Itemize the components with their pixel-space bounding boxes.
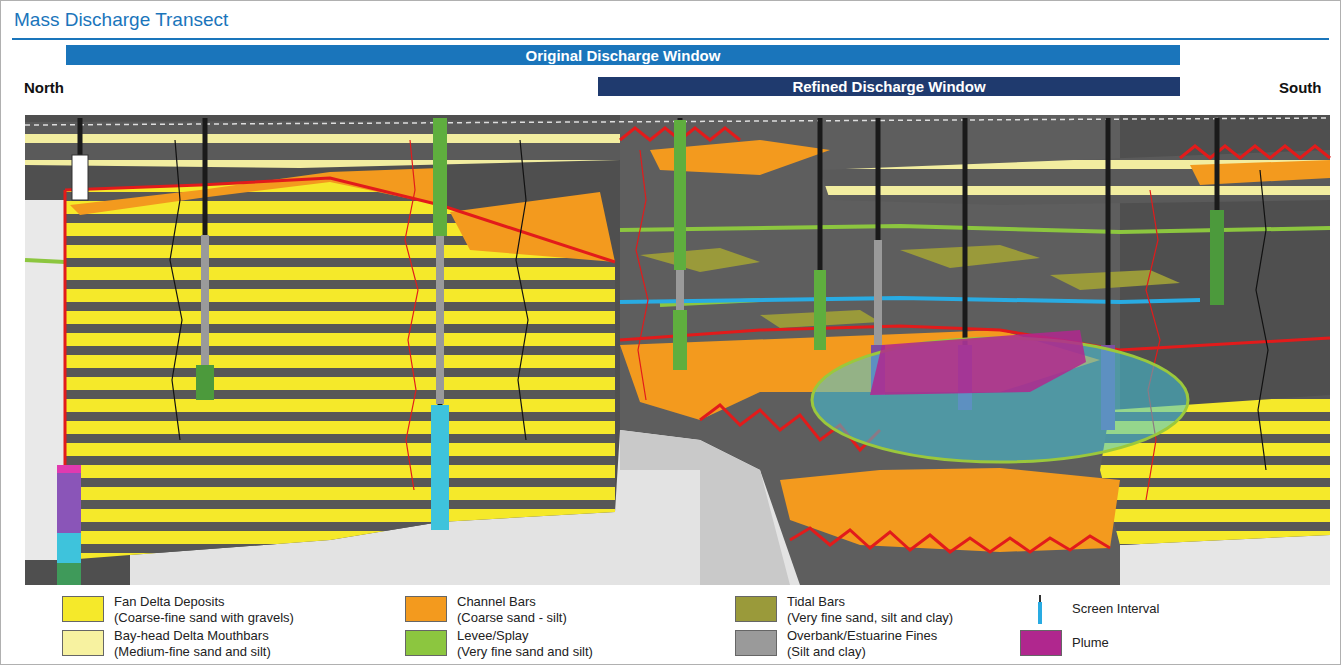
diagram-title: Mass Discharge Transect xyxy=(14,9,228,31)
legend-swatch xyxy=(735,596,777,622)
legend-text: Fan Delta Deposits(Coarse-fine sand with… xyxy=(114,594,384,626)
discharge-window-bar: Refined Discharge Window xyxy=(598,77,1180,96)
legend-text: Bay-head Delta Mouthbars(Medium-fine san… xyxy=(114,628,384,660)
direction-label: South xyxy=(1279,79,1322,96)
legend-swatch xyxy=(735,630,777,656)
legend-swatch xyxy=(405,596,447,622)
window-label: Original Discharge Window xyxy=(526,47,721,64)
legend-swatch xyxy=(62,630,104,656)
legend-text: Levee/Splay(Very fine sand and silt) xyxy=(457,628,727,660)
legend-text: Plume xyxy=(1072,635,1312,651)
direction-label: North xyxy=(24,79,64,96)
legend-text: Tidal Bars(Very fine sand, silt and clay… xyxy=(787,594,1057,626)
legend-text: Screen Interval xyxy=(1072,601,1312,617)
legend-text: Channel Bars(Coarse sand - silt) xyxy=(457,594,727,626)
discharge-window-bar: Original Discharge Window xyxy=(66,45,1180,65)
legend-swatch xyxy=(62,596,104,622)
legend-swatch xyxy=(405,630,447,656)
window-label: Refined Discharge Window xyxy=(792,78,985,95)
legend-text: Overbank/Estuarine Fines(Silt and clay) xyxy=(787,628,1057,660)
legend-swatch xyxy=(1020,630,1062,656)
